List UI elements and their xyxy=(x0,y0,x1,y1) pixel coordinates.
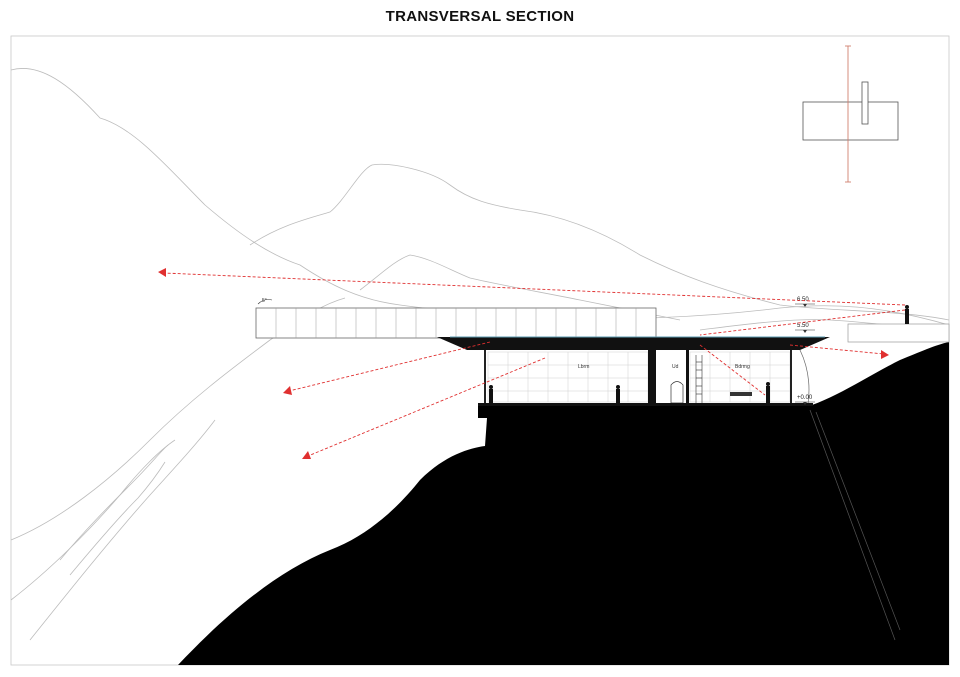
sheet-title: TRANSVERSAL SECTION xyxy=(385,8,575,25)
sight-line-low xyxy=(307,357,546,457)
room-label-bedroom: Bdrmg xyxy=(735,364,750,370)
arrowhead-low xyxy=(302,451,311,459)
ladder xyxy=(695,355,703,403)
elevation-roof: 6.50 xyxy=(797,297,809,303)
left-column xyxy=(484,350,486,405)
roof-slab xyxy=(437,337,830,350)
ground-section xyxy=(178,342,949,665)
mid-partition xyxy=(686,350,689,405)
rock-fissures xyxy=(809,409,901,641)
person-figure-middle xyxy=(616,385,620,403)
sight-line-upper xyxy=(163,272,906,306)
arrowhead-right xyxy=(881,350,889,359)
sight-line-platform xyxy=(699,309,906,336)
person-figure-bedroom xyxy=(766,382,770,403)
viewing-platform xyxy=(847,323,950,343)
house-section: Lbrm Ud Bdrmg xyxy=(437,336,830,406)
room-label-mid: Ud xyxy=(672,364,679,370)
human-figures xyxy=(489,305,909,403)
glass-cantilever xyxy=(255,307,657,339)
fissure-line xyxy=(809,409,896,641)
bed xyxy=(730,392,752,396)
contour-line-back xyxy=(249,164,950,321)
key-plan-cantilever xyxy=(861,81,869,125)
curved-glazing xyxy=(799,349,810,405)
contour-line-deep-left xyxy=(29,419,216,641)
sight-line-arrowheads xyxy=(158,268,889,459)
sight-line-mid xyxy=(288,341,491,392)
sight-line-right xyxy=(789,344,885,355)
armchair xyxy=(670,381,684,404)
contour-line-mid xyxy=(359,254,681,321)
key-plan xyxy=(802,45,899,183)
person-figure-platform xyxy=(905,305,909,324)
arrowhead-upper xyxy=(158,268,166,277)
arrowhead-mid xyxy=(283,386,292,395)
right-column xyxy=(790,350,792,405)
person-figure-left xyxy=(489,385,493,403)
angle-label: 5° xyxy=(262,298,267,304)
elevation-mid: 5.50 xyxy=(797,323,809,329)
room-label-living: Lbrm xyxy=(578,364,589,370)
contour-line-ridge-a xyxy=(59,444,169,561)
sight-lines xyxy=(163,272,906,457)
contour-line-ridge-b xyxy=(69,461,166,576)
fissure-line xyxy=(815,411,901,631)
floor-slab xyxy=(478,403,813,406)
contour-line-front xyxy=(10,68,950,326)
central-wall xyxy=(648,350,656,405)
contour-line-lower xyxy=(10,439,176,601)
interior-elevation-left xyxy=(487,351,649,403)
angle-arc xyxy=(257,299,273,305)
elevation-floor: +0.00 xyxy=(797,395,813,401)
key-plan-volume xyxy=(802,101,899,141)
sight-line-interior xyxy=(699,344,766,396)
elevation-markers: 6.50 5.50 +0.00 xyxy=(795,297,815,405)
mountain-contours xyxy=(10,68,950,641)
